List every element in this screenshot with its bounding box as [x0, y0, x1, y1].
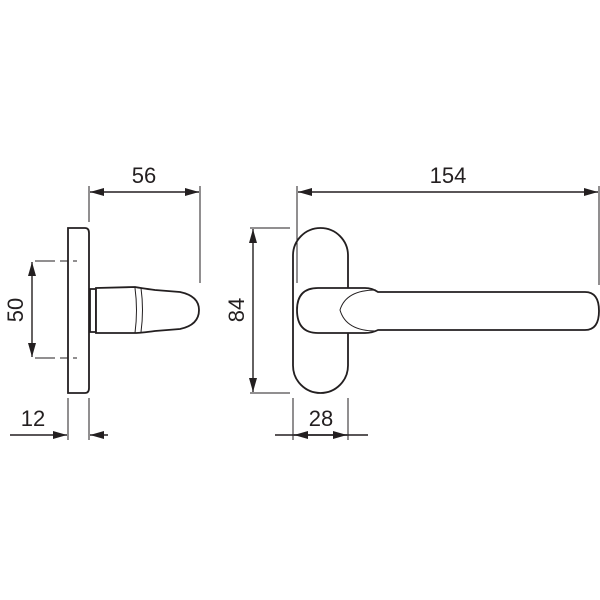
lever-neck-curve: [339, 289, 377, 332]
dim-label-28: 28: [309, 406, 333, 431]
dim-label-12: 12: [21, 406, 45, 431]
side-view: 56 50 12: [3, 163, 201, 440]
dim-label-56: 56: [132, 163, 156, 188]
knob-side: [95, 286, 200, 334]
dim-label-50: 50: [3, 298, 28, 322]
dim-label-154: 154: [430, 163, 467, 188]
lever-handle: [296, 287, 600, 334]
knob-band: [134, 287, 143, 334]
rosette-side: [67, 227, 90, 394]
front-view: 154 84 28: [224, 163, 600, 440]
dim-label-84: 84: [224, 298, 249, 322]
